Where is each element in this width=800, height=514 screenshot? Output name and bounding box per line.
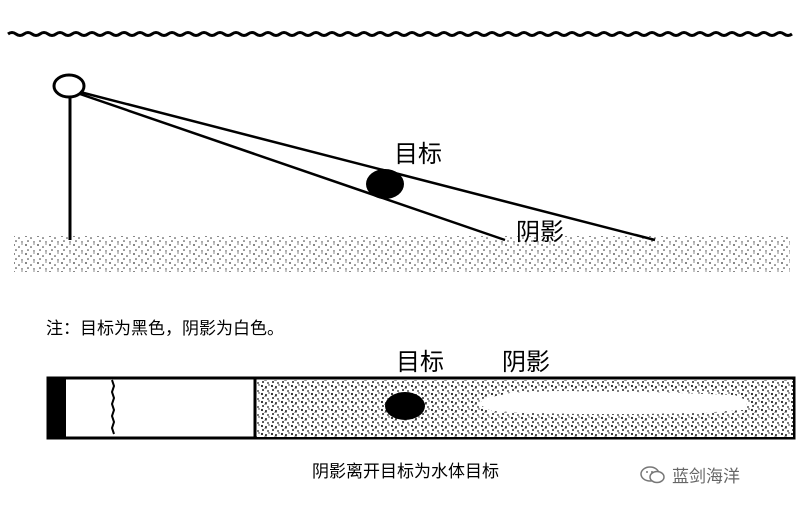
seabed <box>14 236 790 272</box>
water-column-black <box>48 378 66 438</box>
watermark: 蓝剑海洋 <box>640 462 740 487</box>
strip-target-echo <box>385 392 425 420</box>
wechat-icon <box>640 465 665 483</box>
water-surface-line <box>7 31 793 37</box>
label-target-top: 目标 <box>394 140 442 168</box>
strip-acoustic-shadow <box>480 391 748 414</box>
sonar-transducer <box>52 73 86 99</box>
target-object <box>366 169 404 199</box>
beam-ray-upper <box>79 90 656 242</box>
first-return-line <box>110 379 116 435</box>
watermark-text: 蓝剑海洋 <box>672 467 740 487</box>
caption-text: 阴影离开目标为水体目标 <box>312 462 499 482</box>
beam-ray-lower <box>79 92 506 242</box>
note-text: 注：目标为黑色，阴影为白色。 <box>46 319 284 339</box>
label-target-strip: 目标 <box>396 348 444 376</box>
label-shadow-strip: 阴影 <box>502 348 550 376</box>
label-shadow-top: 阴影 <box>516 218 564 246</box>
